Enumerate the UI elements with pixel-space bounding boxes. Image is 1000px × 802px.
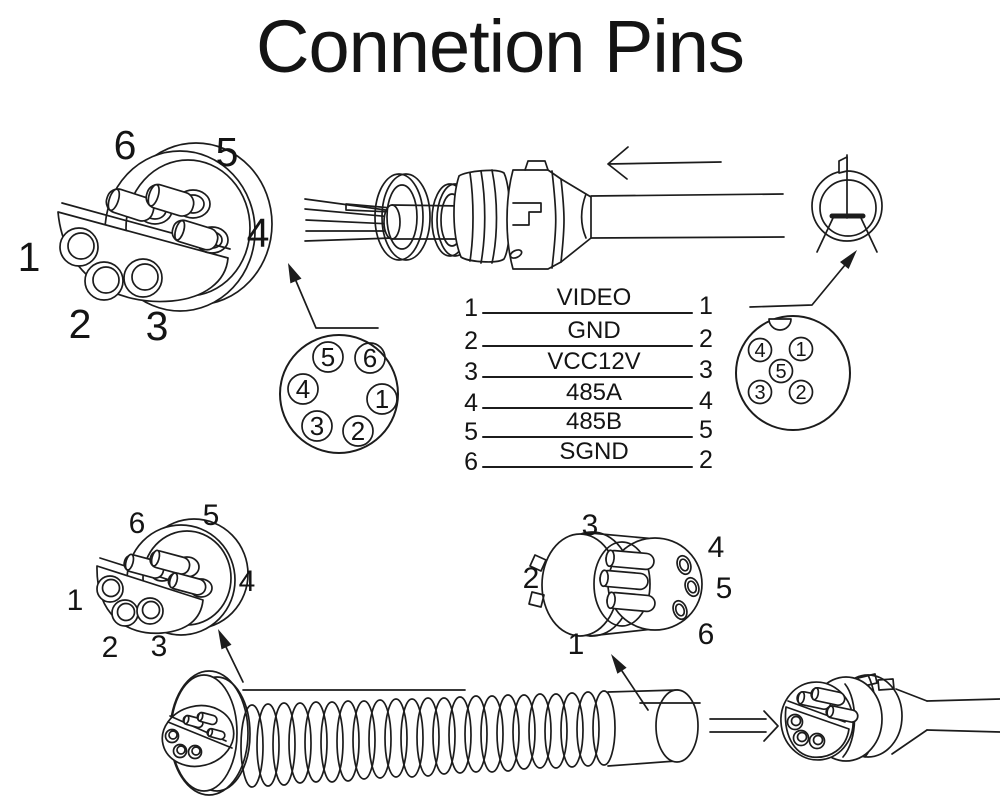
pin-label: 4 bbox=[247, 210, 270, 256]
leader-arrow-middle bbox=[611, 654, 649, 711]
pin-label: 5 bbox=[716, 572, 733, 605]
pin-label: 1 bbox=[568, 628, 585, 661]
pin-number: 4 bbox=[754, 340, 765, 362]
connector-pins bbox=[599, 549, 656, 613]
wire-row: 5 485B 5 bbox=[464, 408, 713, 446]
wire-left-pin: 6 bbox=[464, 448, 478, 476]
connector-pins bbox=[796, 686, 859, 723]
pin-number: 3 bbox=[310, 411, 324, 441]
arrow-left-icon bbox=[607, 146, 722, 180]
pin-label: 1 bbox=[67, 584, 84, 617]
cable bbox=[926, 698, 1000, 733]
wire-signal: VIDEO bbox=[557, 284, 632, 311]
pin-label: 1 bbox=[18, 234, 41, 280]
wire-left-pin: 4 bbox=[464, 389, 478, 417]
wire-row: 6 SGND 2 bbox=[464, 438, 713, 476]
pin-label: 2 bbox=[102, 631, 119, 664]
pin-label: 2 bbox=[523, 562, 540, 595]
connector-pins bbox=[123, 549, 207, 596]
wire-signal: 485A bbox=[566, 379, 622, 406]
pin-label: 3 bbox=[151, 630, 168, 663]
wire-signal: GND bbox=[567, 317, 620, 344]
wire-row: 4 485A 4 bbox=[464, 379, 713, 417]
connector-3d-bottom-left: 6 5 4 1 2 3 bbox=[67, 499, 256, 664]
pin-label: 6 bbox=[129, 507, 146, 540]
cable-gland-assembly bbox=[304, 146, 785, 270]
conduit-end bbox=[607, 689, 701, 767]
pin-label: 3 bbox=[146, 303, 169, 349]
wire-right-pin: 5 bbox=[699, 416, 713, 444]
pin-number: 4 bbox=[296, 374, 310, 404]
leader-arrow-keying bbox=[749, 250, 857, 308]
page-title: Connetion Pins bbox=[256, 5, 745, 88]
pin-face-view-5pin: 4 1 5 3 2 bbox=[735, 315, 851, 431]
keying-symbol bbox=[749, 154, 883, 308]
wire-left-pin: 3 bbox=[464, 358, 478, 386]
connector-3d-bottom-middle: 3 2 1 4 5 6 bbox=[523, 509, 733, 711]
corrugated-conduit bbox=[161, 629, 701, 796]
o-ring-large bbox=[374, 173, 431, 261]
wire-row: 2 GND 2 bbox=[464, 317, 713, 355]
pin-number: 5 bbox=[321, 342, 335, 372]
pin-number: 2 bbox=[351, 416, 365, 446]
wires bbox=[304, 198, 394, 242]
pin-number: 1 bbox=[795, 339, 806, 361]
wire-left-pin: 5 bbox=[464, 418, 478, 446]
pin-label: 6 bbox=[114, 122, 137, 168]
cable bbox=[580, 193, 785, 239]
double-arrow-icon bbox=[709, 710, 779, 742]
pin-label: 6 bbox=[698, 618, 715, 651]
connector-pins bbox=[105, 183, 219, 251]
wire-left-pin: 1 bbox=[464, 294, 478, 322]
wire-right-pin: 1 bbox=[699, 292, 713, 320]
conduit-connector-face bbox=[161, 704, 235, 768]
pin-label: 4 bbox=[239, 565, 256, 598]
connector-body bbox=[506, 160, 592, 270]
pin-face-view-6pin: 5 6 4 1 3 2 bbox=[279, 263, 399, 454]
wire-right-pin: 4 bbox=[699, 387, 713, 415]
socket-holes bbox=[59, 227, 163, 301]
pin-label: 3 bbox=[582, 509, 599, 542]
connector-3d-top-left: 6 5 4 1 2 3 bbox=[18, 122, 273, 349]
pin-number: 1 bbox=[375, 384, 389, 414]
wire-row: 3 VCC12V 3 bbox=[464, 348, 713, 386]
pin-label: 5 bbox=[216, 129, 239, 175]
wiring-table: 1 VIDEO 1 2 GND 2 3 VCC12V 3 4 485A bbox=[464, 284, 713, 476]
wire-left-pin: 2 bbox=[464, 327, 478, 355]
pin-number: 6 bbox=[363, 343, 377, 373]
wire-right-pin: 3 bbox=[699, 356, 713, 384]
leader-arrow-6pin bbox=[288, 263, 379, 329]
pin-label: 2 bbox=[69, 301, 92, 347]
wire-right-pin: 2 bbox=[699, 446, 713, 474]
conduit-ribs bbox=[240, 690, 616, 788]
wire-right-pin: 2 bbox=[699, 325, 713, 353]
wire-signal: VCC12V bbox=[547, 348, 640, 375]
leader-arrow-conduit bbox=[218, 629, 244, 683]
pin-number: 5 bbox=[775, 361, 786, 383]
socket-holes bbox=[786, 713, 826, 750]
socket-holes bbox=[96, 575, 164, 627]
wire-row: 1 VIDEO 1 bbox=[464, 284, 713, 322]
pin-label: 4 bbox=[708, 531, 725, 564]
socket-holes bbox=[672, 554, 700, 621]
pin-number: 2 bbox=[795, 382, 806, 404]
connector-3d-bottom-right bbox=[780, 673, 1000, 762]
gland-nut bbox=[453, 169, 511, 264]
wire-signal: 485B bbox=[566, 408, 622, 435]
wire-signal: SGND bbox=[559, 438, 628, 465]
pin-label: 5 bbox=[203, 499, 220, 532]
pin-number: 3 bbox=[754, 382, 765, 404]
